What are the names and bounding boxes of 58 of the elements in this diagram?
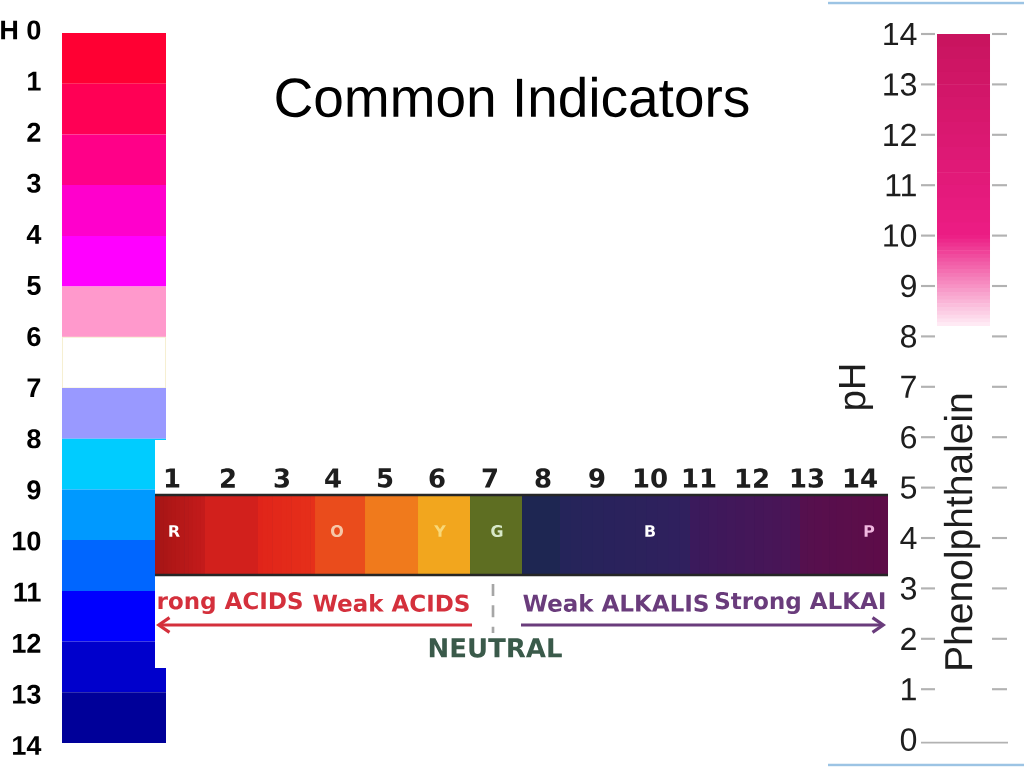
scale-number: 4: [26, 225, 42, 244]
scale-number: 7: [27, 378, 41, 397]
tick-label: 0: [900, 728, 917, 751]
tick-label: 10: [884, 224, 917, 247]
tick-label: 9: [901, 274, 916, 298]
ph-number: 13: [791, 468, 824, 488]
scale-number: H 0: [1, 20, 41, 40]
neutral-label: NEUTRAL: [429, 638, 562, 658]
tick-label: 2: [901, 627, 916, 650]
tick-label: 13: [884, 73, 916, 96]
tick-label: 1: [902, 678, 916, 701]
tick-label: 11: [886, 174, 916, 197]
range-label: Weak ALKALIS: [523, 594, 708, 612]
scale-number: 11: [14, 582, 41, 602]
scale-number: 12: [13, 633, 41, 653]
tick-label: 3: [900, 577, 916, 600]
color-letter: P: [864, 525, 875, 537]
title: Common Indicators: [276, 76, 749, 118]
color-letter: B: [645, 525, 655, 537]
range-label: rong ACIDS: [158, 592, 302, 614]
ph-number: 2: [221, 468, 235, 488]
color-letter: Y: [434, 525, 446, 537]
tick-label: 8: [901, 325, 916, 348]
scale-number: 5: [27, 276, 41, 295]
range-label: Strong ALKAI: [715, 592, 885, 614]
scale-number: 10: [13, 531, 41, 551]
ph-number: 11: [683, 468, 716, 488]
ph-number: 9: [589, 468, 605, 488]
axis-title: pH: [839, 365, 873, 409]
ph-number: 14: [844, 468, 877, 488]
ph-number: 5: [377, 468, 393, 488]
scale-number: 2: [27, 122, 41, 142]
ph-number: 8: [535, 468, 551, 488]
bar-label: Phenolphthalein: [943, 394, 981, 669]
scale-number: 8: [27, 429, 41, 449]
tick-label: 12: [884, 123, 916, 146]
range-label: Weak ACIDS: [313, 594, 469, 612]
ph-number: 10: [634, 468, 667, 488]
tick-label: 14: [884, 23, 917, 45]
ph-number: 1: [165, 468, 180, 488]
scale-number: 1: [28, 71, 41, 91]
tick-label: 4: [900, 527, 917, 549]
scale-number: 9: [27, 480, 41, 500]
scale-number: 3: [27, 173, 41, 193]
color-letter: R: [169, 525, 180, 537]
color-letter: G: [491, 524, 503, 538]
ph-number: 3: [274, 468, 289, 488]
color-letter: O: [331, 524, 343, 538]
tick-label: 6: [901, 425, 916, 449]
ph-number: 7: [482, 468, 497, 488]
tick-label: 5: [900, 476, 917, 499]
ph-number: 4: [325, 468, 341, 488]
scale-number: 13: [13, 684, 41, 704]
ph-number: 6: [429, 468, 445, 488]
tick-label: 7: [901, 375, 916, 398]
ph-number: 12: [736, 468, 768, 488]
scale-number: 6: [27, 327, 41, 347]
scale-number: 14: [13, 736, 42, 755]
